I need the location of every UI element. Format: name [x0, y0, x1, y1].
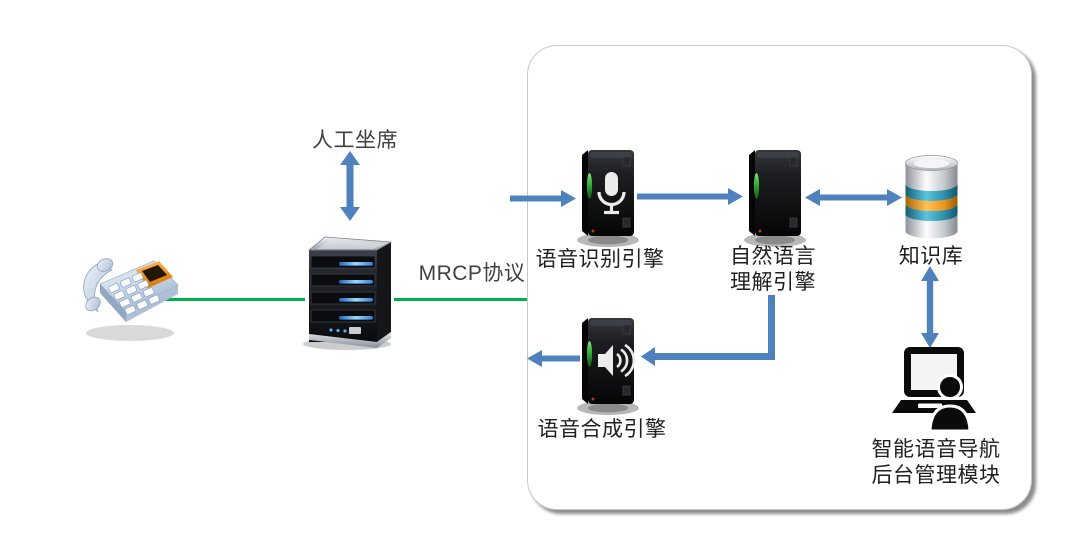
admin-label-line2: 后台管理模块 [871, 464, 1001, 487]
asr-nlu-arrow [637, 188, 743, 205]
server-tower-icon [303, 236, 393, 350]
kb-admin-double-arrow [921, 266, 939, 348]
microphone-icon [597, 172, 626, 215]
admin-label-line1: 智能语音导航 [871, 438, 1001, 461]
telephone-icon [83, 258, 179, 341]
nlu-label-line1: 自然语言 [730, 245, 816, 268]
nlu-kb-double-arrow [805, 189, 902, 206]
nlu-label-line2: 理解引擎 [730, 271, 816, 294]
tts-server-icon [577, 318, 639, 415]
person-icon [928, 374, 972, 433]
kb-label: 知识库 [898, 245, 964, 268]
server-container-link-line [394, 298, 527, 301]
tts-label: 语音合成引擎 [537, 418, 667, 441]
nlu-tts-elbow-arrow [641, 295, 775, 366]
admin-workstation-icon [892, 347, 976, 433]
agent-server-double-arrow [340, 151, 360, 221]
speaker-icon [598, 343, 636, 378]
nlu-server-icon [744, 150, 806, 247]
asr-label: 语音识别引擎 [535, 248, 665, 271]
mrcp-protocol-label: MRCP协议 [418, 262, 526, 285]
admin-label: 智能语音导航 后台管理模块 [864, 437, 1008, 489]
phone-server-link-line [163, 298, 305, 301]
tts-outbound-arrow [527, 350, 580, 367]
inbound-asr-arrow [510, 190, 576, 207]
agent-label: 人工坐席 [312, 129, 398, 152]
knowledge-base-icon [905, 155, 958, 239]
nlu-label: 自然语言 理解引擎 [723, 244, 823, 296]
asr-server-icon [577, 150, 639, 247]
